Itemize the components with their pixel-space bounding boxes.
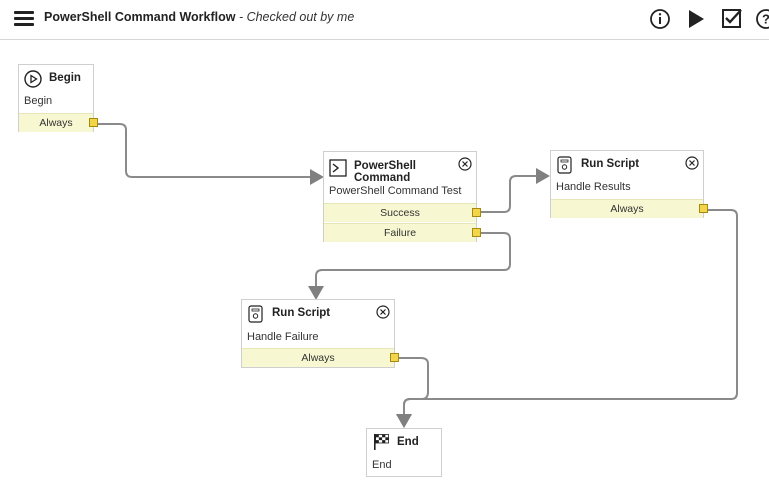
- wire-results-to-end: [396, 209, 738, 428]
- output-port[interactable]: [390, 353, 399, 362]
- output-port[interactable]: [472, 208, 481, 217]
- run-script-handle-failure-node[interactable]: Run Script Handle Failure Always: [241, 299, 399, 368]
- help-icon[interactable]: ?: [754, 7, 769, 31]
- node-header: End: [367, 429, 441, 453]
- checklist-icon[interactable]: [720, 7, 744, 31]
- output-label: Always: [610, 203, 644, 215]
- info-icon[interactable]: [648, 7, 672, 31]
- close-icon[interactable]: [376, 305, 390, 319]
- close-icon[interactable]: [458, 157, 472, 171]
- wire-handle-failure-to-end: [396, 357, 429, 428]
- wire-success-to-results: [481, 168, 550, 213]
- node-description: PowerShell Command Test: [329, 185, 462, 197]
- terminal-icon: [329, 159, 347, 177]
- checkout-status: - Checked out by me: [235, 10, 355, 24]
- node-description: Begin: [24, 95, 53, 107]
- node-header: Begin: [19, 65, 93, 89]
- output-label: Success: [380, 207, 420, 219]
- powershell-command-node[interactable]: PowerShell Command PowerShell Command Te…: [323, 151, 481, 242]
- wire-failure-to-handle-failure: [308, 232, 511, 300]
- node-title: Run Script: [272, 307, 331, 319]
- node-description: End: [372, 459, 392, 471]
- workflow-title: PowerShell Command Workflow: [44, 10, 236, 24]
- output-label: Always: [39, 117, 73, 129]
- node-description: Handle Failure: [247, 331, 319, 343]
- output-label: Always: [301, 352, 335, 364]
- output-success[interactable]: Success: [324, 203, 481, 222]
- output-port[interactable]: [472, 228, 481, 237]
- node-title: Begin: [49, 72, 81, 84]
- node-description: Handle Results: [556, 181, 631, 193]
- close-icon[interactable]: [685, 156, 699, 170]
- output-port[interactable]: [89, 118, 98, 127]
- output-always[interactable]: Always: [551, 199, 708, 218]
- output-failure[interactable]: Failure: [324, 223, 481, 242]
- node-title: PowerShell Command: [354, 160, 416, 184]
- output-label: Failure: [383, 227, 417, 239]
- node-header: PowerShell Command: [324, 152, 476, 184]
- wire-begin-to-powershell: [98, 123, 324, 185]
- play-icon[interactable]: [684, 7, 708, 31]
- end-node[interactable]: End End: [366, 428, 442, 477]
- output-port[interactable]: [699, 204, 708, 213]
- node-title: End: [397, 436, 419, 448]
- node-title: Run Script: [581, 158, 640, 170]
- svg-text:?: ?: [762, 12, 769, 27]
- output-always[interactable]: Always: [242, 348, 399, 367]
- script-icon: [248, 305, 263, 323]
- begin-node[interactable]: Begin Begin Always: [18, 64, 98, 132]
- node-header: Run Script: [242, 300, 394, 324]
- output-always[interactable]: Always: [19, 113, 98, 132]
- connection-wires: [98, 123, 738, 428]
- workflow-canvas[interactable]: Begin Begin Always PowerShell Command Po…: [0, 40, 769, 488]
- script-icon: [557, 156, 572, 174]
- run-script-handle-results-node[interactable]: Run Script Handle Results Always: [550, 150, 708, 218]
- app-header: PowerShell Command Workflow - Checked ou…: [0, 0, 769, 40]
- play-circle-icon: [24, 70, 42, 88]
- menu-icon[interactable]: [14, 10, 34, 28]
- checkered-flag-icon: [374, 434, 389, 450]
- node-header: Run Script: [551, 151, 703, 175]
- page-title: PowerShell Command Workflow - Checked ou…: [44, 10, 354, 24]
